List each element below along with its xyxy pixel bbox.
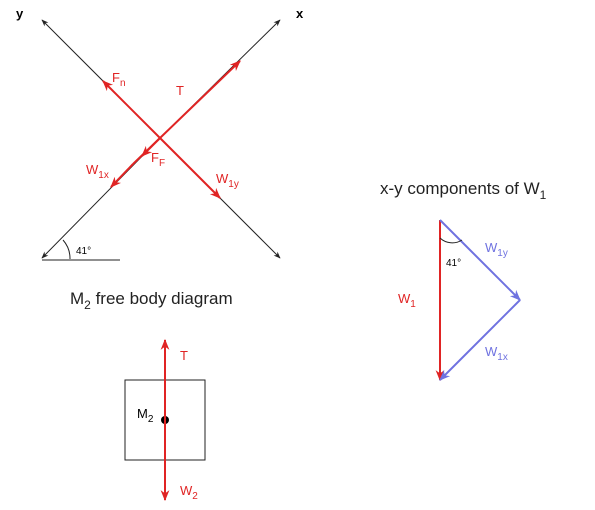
x-axis-label: x: [296, 6, 304, 21]
w1y-arrow: [159, 137, 221, 199]
components-angle-arc: [439, 237, 463, 244]
components-title: x-y components of W1: [380, 179, 547, 202]
friction-force-label: FF: [151, 150, 165, 169]
w1x-component-label: W1x: [485, 344, 508, 363]
m2-fbd: M2 free body diagram M2 T W2: [70, 289, 233, 502]
w1y-component-arrow: [439, 219, 521, 301]
tension-label: T: [176, 83, 184, 98]
m2-tension-label: T: [180, 348, 188, 363]
normal-force-arrow: [102, 80, 161, 139]
angle-label: 41°: [76, 246, 91, 257]
friction-force-arrow: [141, 137, 161, 157]
m2-fbd-title: M2 free body diagram: [70, 289, 233, 312]
m2-weight-label: W2: [180, 483, 198, 502]
w1x-label: W1x: [86, 162, 109, 181]
w1x-arrow: [110, 163, 134, 188]
w1y-component-label: W1y: [485, 240, 508, 259]
components-angle-label: 41°: [446, 258, 461, 269]
tension-arrow: [159, 60, 241, 139]
w1-label: W1: [398, 291, 416, 310]
y-axis-label: y: [16, 6, 24, 21]
inclined-fbd: 41° y x Fn T FF W1x W1y: [16, 6, 304, 261]
w1x-component-arrow: [439, 299, 521, 381]
angle-arc: [62, 239, 71, 260]
w1y-label: W1y: [216, 171, 239, 190]
normal-force-label: Fn: [112, 70, 126, 89]
m2-mass-label: M2: [137, 406, 154, 425]
w1-components: x-y components of W1 41° W1 W1y W1x: [380, 179, 547, 382]
